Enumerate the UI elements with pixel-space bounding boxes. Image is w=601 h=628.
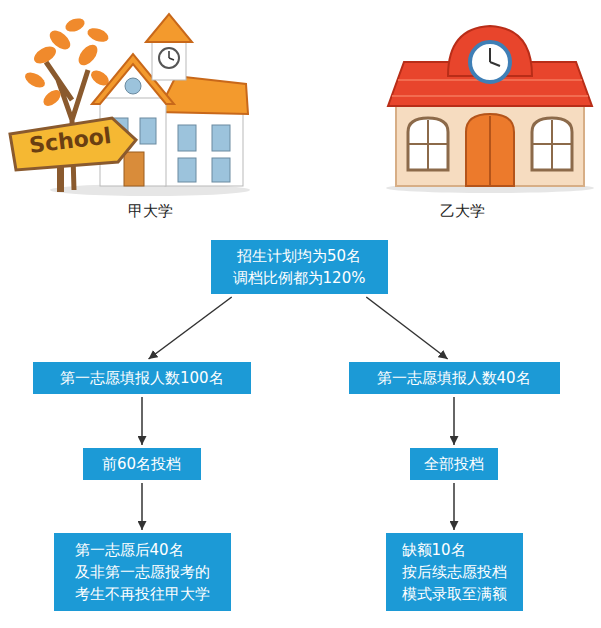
- box-text: 前60名投档: [102, 453, 181, 475]
- window-bars: [408, 120, 448, 170]
- leaf: [75, 41, 101, 68]
- leaf: [40, 87, 63, 109]
- box-text: 招生计划均为50名 调档比例都为120%: [233, 245, 366, 289]
- process-box: 第一志愿填报人数40名: [349, 362, 560, 394]
- leaf: [22, 69, 47, 90]
- window: [212, 158, 230, 182]
- sign-text: School: [28, 123, 113, 158]
- school-a-illustration: [10, 14, 250, 196]
- tower-roof: [146, 14, 192, 42]
- flow-arrow: [366, 297, 447, 359]
- box-text: 全部投档: [424, 453, 484, 475]
- round-window: [125, 78, 141, 94]
- clock: [159, 48, 179, 68]
- flow-arrow: [141, 397, 143, 445]
- box-text: 第一志愿填报人数40名: [377, 367, 531, 389]
- clock: [470, 42, 510, 82]
- window: [178, 158, 196, 182]
- flow-arrow: [453, 397, 455, 445]
- window: [408, 118, 448, 170]
- process-box: 前60名投档: [83, 448, 201, 480]
- wall: [396, 100, 584, 186]
- window-bars: [532, 120, 572, 170]
- flow-arrow: [141, 483, 143, 530]
- door-split: [489, 116, 491, 186]
- clock-hands: [490, 48, 500, 66]
- leaf: [64, 16, 87, 34]
- door: [124, 152, 144, 186]
- process-box: 第一志愿填报人数100名: [33, 362, 251, 394]
- process-box: 招生计划均为50名 调档比例都为120%: [211, 240, 388, 294]
- door: [466, 114, 514, 186]
- roof: [158, 76, 248, 114]
- window: [212, 125, 230, 151]
- process-box: 第一志愿后40名 及非第一志愿报考的 考生不再投往甲大学: [54, 533, 231, 611]
- process-box: 缺额10名 按后续志愿投档 模式录取至满额: [386, 533, 523, 611]
- school-name: 甲大学: [128, 202, 173, 221]
- window: [140, 118, 156, 144]
- flow-arrow: [149, 297, 232, 359]
- process-box: 全部投档: [410, 448, 498, 480]
- clock-hands: [169, 51, 174, 60]
- leaf: [31, 43, 59, 67]
- flow-arrow: [453, 483, 455, 530]
- box-text: 缺额10名 按后续志愿投档 模式录取至满额: [402, 539, 507, 605]
- school-sign: [10, 118, 136, 170]
- school-name: 乙大学: [440, 202, 485, 221]
- box-text: 第一志愿填报人数100名: [60, 367, 224, 389]
- box-text: 第一志愿后40名 及非第一志愿报考的 考生不再投往甲大学: [75, 539, 210, 605]
- tower: [152, 38, 186, 80]
- window: [532, 118, 572, 170]
- wall: [165, 108, 243, 186]
- window: [178, 125, 196, 151]
- leaf: [86, 26, 111, 45]
- school-b-illustration: [386, 26, 594, 193]
